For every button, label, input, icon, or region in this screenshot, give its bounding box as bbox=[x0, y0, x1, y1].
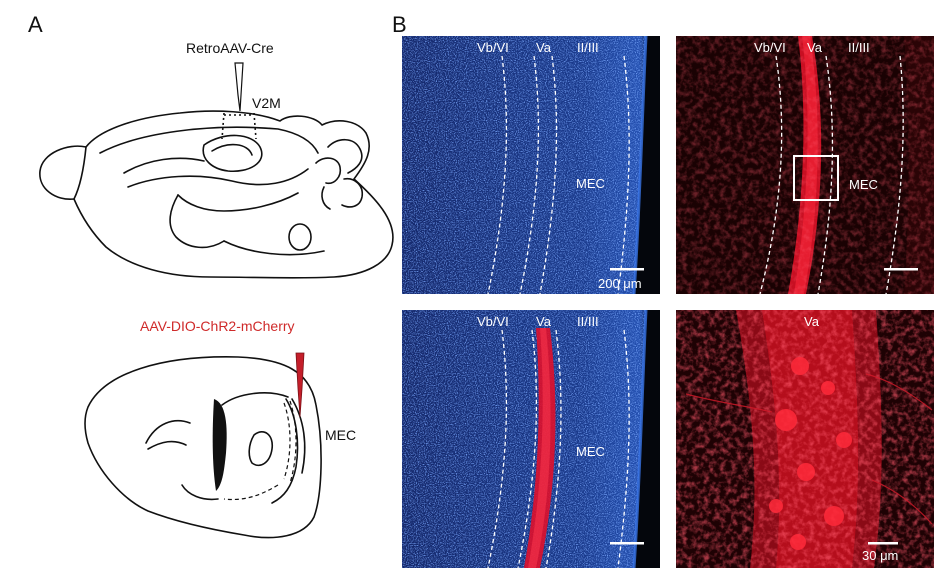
scale-bar-label-30um: 30 μm bbox=[862, 548, 899, 563]
label-ii-iii-1: II/III bbox=[577, 40, 599, 55]
label-vb-vi-3: Vb/VI bbox=[477, 314, 509, 329]
micrograph-merge: Vb/VI Va II/III MEC bbox=[402, 310, 660, 568]
panel-letter-a: A bbox=[28, 12, 43, 37]
label-va-3: Va bbox=[536, 314, 551, 329]
coronal-brain-schematic bbox=[84, 352, 322, 539]
red-pipette-icon bbox=[295, 352, 305, 418]
pipette-icon bbox=[234, 62, 244, 112]
micrograph-dapi: Vb/VI Va II/III MEC 200 μm bbox=[402, 36, 660, 294]
label-mec-1: MEC bbox=[576, 176, 605, 191]
label-mec-2: MEC bbox=[849, 177, 878, 192]
label-mec-3: MEC bbox=[576, 444, 605, 459]
label-vb-vi-2: Vb/VI bbox=[754, 40, 786, 55]
label-ii-iii-2: II/III bbox=[848, 40, 870, 55]
label-mec-schematic: MEC bbox=[325, 427, 357, 443]
label-v2m: V2M bbox=[252, 95, 281, 111]
label-ii-iii-3: II/III bbox=[577, 314, 599, 329]
micrograph-mcherry: Vb/VI Va II/III MEC bbox=[676, 36, 934, 294]
label-aav-dio-chr2-mcherry: AAV-DIO-ChR2-mCherry bbox=[140, 318, 295, 334]
sagittal-brain-schematic bbox=[39, 62, 394, 279]
panel-letter-b: B bbox=[392, 12, 407, 37]
micrograph-va-zoom: Va 30 μm bbox=[676, 310, 934, 568]
scale-bar-label-200um: 200 μm bbox=[598, 276, 642, 291]
label-va-zoom: Va bbox=[804, 314, 819, 329]
label-retroaav-cre: RetroAAV-Cre bbox=[186, 40, 274, 56]
label-va-2: Va bbox=[807, 40, 822, 55]
label-vb-vi-1: Vb/VI bbox=[477, 40, 509, 55]
label-va-1: Va bbox=[536, 40, 551, 55]
